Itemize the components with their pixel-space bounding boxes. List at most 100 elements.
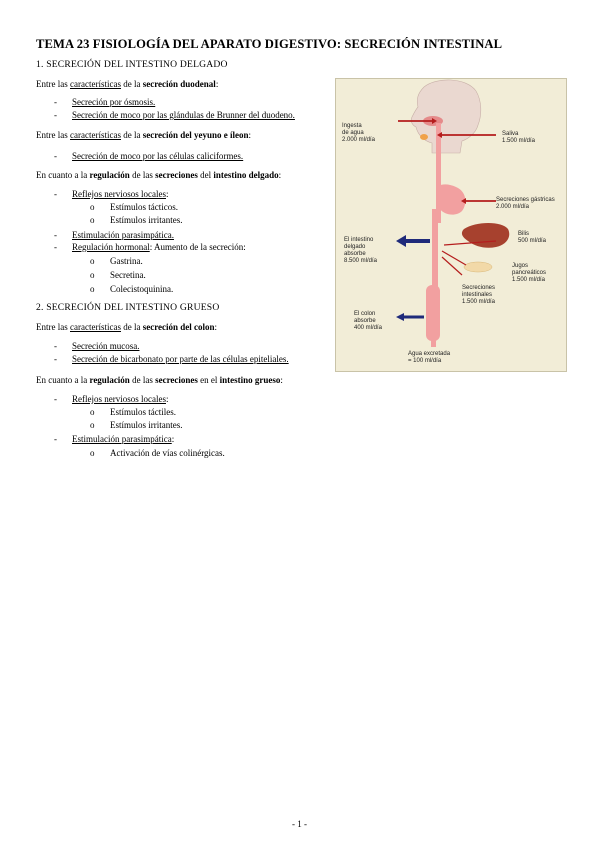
- label-line: de agua: [342, 130, 364, 136]
- esophagus: [436, 123, 441, 223]
- section-heading-large-intestine: 2. SECRECIÓN DEL INTESTINO GRUESO: [36, 302, 220, 313]
- page-number: - 1 -: [292, 819, 307, 829]
- label-line: 500 ml/día: [518, 238, 547, 244]
- list-item-reflex: Reflejos nerviosos locales:: [72, 189, 169, 199]
- sub-bullet: o: [90, 270, 95, 280]
- label-bile: Bilis 500 ml/día: [518, 231, 546, 245]
- label-pancreatic: Jugos pancreáticos 1.500 ml/día: [512, 263, 546, 284]
- label-line: intestinales: [462, 292, 493, 298]
- text-underlined: Regulación hormonal: [72, 242, 150, 252]
- arrow-pancreatic: [441, 250, 467, 266]
- label-line: pancreáticos: [512, 270, 547, 276]
- label-line: Secreciones: [462, 285, 496, 291]
- label-gastric: Secreciones gástricas 2.000 ml/día: [496, 197, 555, 211]
- text: :: [248, 130, 252, 140]
- sub-list-item: Colecistoquinina.: [110, 284, 174, 294]
- label-line: 1.500 ml/día: [502, 138, 536, 144]
- section-heading-small-intestine: 1. SECRECIÓN DEL INTESTINO DELGADO: [36, 59, 228, 70]
- small-intestine: [432, 209, 438, 289]
- digestive-water-flow-figure: Ingesta de agua 2.000 ml/día Saliva 1.50…: [335, 78, 567, 372]
- list-item: Secreción por ósmosis.: [72, 97, 156, 107]
- dash-bullet: -: [54, 230, 57, 240]
- arrowhead: [437, 132, 442, 138]
- dash-bullet: -: [54, 242, 57, 252]
- text: de la: [120, 130, 143, 140]
- list-item-reflex: Reflejos nerviosos locales:: [72, 394, 169, 404]
- arrowhead: [432, 118, 437, 124]
- label-line: 8.500 ml/día: [344, 258, 378, 264]
- sub-bullet: o: [90, 407, 95, 417]
- label-line: = 100 ml/día: [408, 358, 442, 364]
- text-bold: intestino delgado: [213, 170, 279, 180]
- text-underlined: Reflejos nerviosos locales: [72, 394, 166, 404]
- label-line: Agua excretada: [408, 351, 451, 357]
- list-item: Estimulación parasimpática.: [72, 230, 174, 240]
- text: en el: [197, 375, 220, 385]
- sub-list-item: Activación de vías colinérgicas.: [110, 448, 225, 458]
- head-silhouette: [410, 79, 482, 154]
- list-item: Secreción de moco por las glándulas de B…: [72, 110, 295, 120]
- arrowhead: [396, 235, 406, 247]
- label-line: Ingesta: [342, 123, 362, 129]
- list-item-parasympathetic: Estimulación parasimpática:: [72, 434, 175, 444]
- label-line: El colon: [354, 311, 376, 317]
- sub-bullet: o: [90, 284, 95, 294]
- list-item: Secreción mucosa.: [72, 341, 140, 351]
- page-title: TEMA 23 FISIOLOGÍA DEL APARATO DIGESTIVO…: [36, 37, 503, 51]
- text: Entre las: [36, 130, 70, 140]
- sub-list-item: Estímulos tácticos.: [110, 202, 178, 212]
- dash-bullet: -: [54, 434, 57, 444]
- text: En cuanto a la: [36, 170, 90, 180]
- text-bold: secreción duodenal: [142, 79, 216, 89]
- text: del: [197, 170, 214, 180]
- sub-bullet: o: [90, 202, 95, 212]
- liver: [461, 223, 510, 248]
- paragraph-regulation-small: En cuanto a la regulación de las secreci…: [36, 170, 281, 180]
- figure-illustration: [396, 79, 510, 347]
- label-colon: El colon absorbe 400 ml/día: [354, 311, 382, 332]
- list-item: Secreción de bicarbonato por parte de la…: [72, 354, 289, 364]
- text: :: [280, 375, 283, 385]
- dash-bullet: -: [54, 341, 57, 351]
- text: En cuanto a la: [36, 375, 90, 385]
- text: Entre las: [36, 79, 70, 89]
- label-line: absorbe: [354, 318, 376, 324]
- text: :: [215, 79, 219, 89]
- text-bold: regulación: [89, 375, 130, 385]
- sub-list-item: Estímulos irritantes.: [110, 215, 183, 225]
- text-bold: secreciones: [155, 170, 198, 180]
- dash-bullet: -: [54, 97, 57, 107]
- label-line: Bilis: [518, 231, 530, 237]
- label-saliva: Saliva 1.500 ml/día: [502, 131, 535, 145]
- sub-list-item: Secretina.: [110, 270, 146, 280]
- label-line: 2.000 ml/día: [496, 204, 530, 210]
- label-line: 400 ml/día: [354, 325, 383, 331]
- text-underlined: Reflejos nerviosos locales: [72, 189, 166, 199]
- text-underlined: Estimulación parasimpática: [72, 434, 172, 444]
- label-intestinal-secretions: Secreciones intestinales 1.500 ml/día: [462, 285, 495, 306]
- text: de la: [120, 322, 143, 332]
- text: Entre las: [36, 322, 70, 332]
- dash-bullet: -: [54, 354, 57, 364]
- text: de las: [129, 170, 156, 180]
- sub-bullet: o: [90, 256, 95, 266]
- pancreas: [463, 261, 493, 273]
- text-bold: secreciones: [155, 375, 198, 385]
- text-bold: regulación: [89, 170, 130, 180]
- label-small-intestine: El intestino delgado absorbe 8.500 ml/dí…: [344, 237, 377, 265]
- text: :: [214, 322, 218, 332]
- label-line: 2.000 ml/día: [342, 137, 376, 143]
- text: : Aumento de la secreción:: [149, 242, 246, 252]
- salivary-gland: [420, 134, 428, 140]
- sub-bullet: o: [90, 420, 95, 430]
- sub-list-item: Estímulos táctiles.: [110, 407, 176, 417]
- arrowhead: [396, 313, 404, 321]
- rectum: [431, 339, 436, 347]
- text-underlined: características: [70, 79, 121, 89]
- colon: [426, 285, 440, 341]
- text: de las: [129, 375, 156, 385]
- paragraph-duodenal: Entre las características de la secreció…: [36, 79, 218, 89]
- stomach: [436, 184, 466, 219]
- label-line: Jugos: [512, 263, 529, 269]
